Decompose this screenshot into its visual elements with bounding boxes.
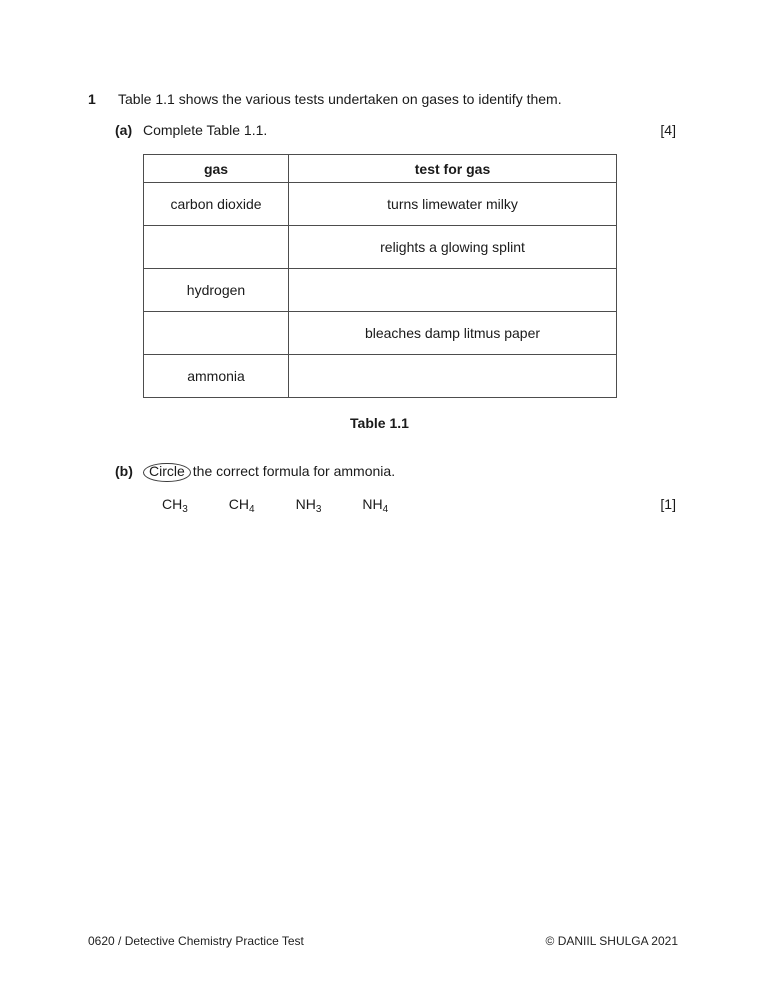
part-b-marks: [1] [660,496,676,512]
part-b-text: the correct formula for ammonia. [192,463,396,479]
formula-option-ch4: CH4 [228,496,255,515]
part-a-line: (a) Complete Table 1.1. [4] [115,122,676,138]
table-row: bleaches damp litmus paper [143,311,617,355]
footer-left-text: 0620 / Detective Chemistry Practice Test [88,934,304,948]
formula-subscript: 3 [182,504,188,515]
formula-base: CH [228,496,250,512]
cell-test-3-blank [288,268,617,312]
table-row: hydrogen [143,268,617,312]
question-stem-text: Table 1.1 shows the various tests undert… [118,91,562,107]
part-a-marks: [4] [660,122,676,138]
gas-tests-table: gas test for gas carbon dioxide turns li… [143,154,617,398]
formula-subscript: 4 [382,504,389,515]
formula-option-nh4: NH4 [362,496,389,515]
formula-base: CH [162,496,183,512]
part-a-label: (a) [115,122,133,138]
formula-option-nh3: NH3 [295,496,322,515]
cell-test-2: relights a glowing splint [288,225,617,269]
cell-gas-3: hydrogen [143,268,289,312]
cell-gas-1: carbon dioxide [143,182,289,226]
formula-option-ch3: CH3 [162,496,188,515]
part-b-label: (b) [115,463,133,479]
table-caption: Table 1.1 [350,415,409,431]
part-b-line: (b) Circle the correct formula for ammon… [115,463,396,483]
part-a-text: Complete Table 1.1. [143,122,268,138]
page-footer: 0620 / Detective Chemistry Practice Test… [88,934,678,948]
formula-options: CH3 CH4 NH3 NH4 [162,496,389,515]
table-header-row: gas test for gas [143,154,617,183]
table-row: relights a glowing splint [143,225,617,269]
formula-subscript: 4 [249,504,255,515]
cell-gas-2-blank [143,225,289,269]
table-header-test: test for gas [288,154,617,183]
cell-test-5-blank [288,354,617,398]
formula-base: NH [295,496,316,512]
formula-subscript: 3 [315,504,322,515]
formula-base: NH [362,496,383,512]
cell-test-1: turns limewater milky [288,182,617,226]
circled-word: Circle [143,463,191,483]
table-row: ammonia [143,354,617,398]
footer-right-text: © DANIIL SHULGA 2021 [545,934,678,948]
table-row: carbon dioxide turns limewater milky [143,182,617,226]
cell-test-4: bleaches damp litmus paper [288,311,617,355]
cell-gas-4-blank [143,311,289,355]
question-number: 1 [88,91,96,107]
table-header-gas: gas [143,154,289,183]
question-1-stem: 1 Table 1.1 shows the various tests unde… [88,91,688,107]
cell-gas-5: ammonia [143,354,289,398]
